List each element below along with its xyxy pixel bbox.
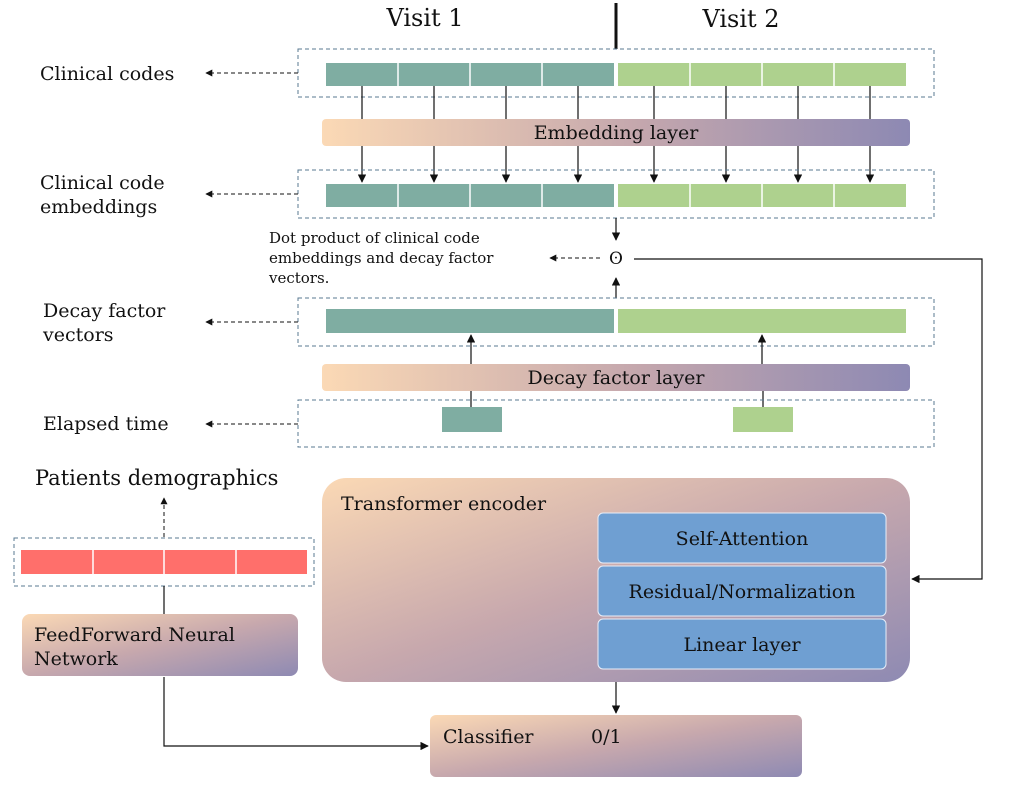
code-embeddings-label-2: embeddings xyxy=(40,196,157,218)
residual-normalization-block xyxy=(597,565,887,617)
linear-layer-label: Linear layer xyxy=(683,634,801,656)
elapsed-time-box xyxy=(297,399,935,448)
code-cell xyxy=(834,63,906,86)
elapsed-time-visit1 xyxy=(442,407,502,432)
dot-to-transformer-connector xyxy=(634,258,983,584)
elapsed-time-label: Elapsed time xyxy=(43,413,169,435)
code-to-embedding-lines xyxy=(361,86,871,119)
code-embeddings-row xyxy=(326,184,906,207)
dot-product-note-1: Dot product of clinical code xyxy=(269,229,480,247)
classifier-box xyxy=(430,715,802,777)
ffnn-label-2: Network xyxy=(34,648,118,670)
code-cell xyxy=(618,63,690,86)
ffnn-box xyxy=(22,614,298,676)
dot-product-symbol: ʘ xyxy=(609,249,623,269)
classifier-output: 0/1 xyxy=(591,726,622,748)
decay-vectors-label-2: vectors xyxy=(42,324,114,346)
decay-vector-visit2 xyxy=(618,309,906,333)
self-attention-label: Self-Attention xyxy=(676,528,809,550)
visit2-label: Visit 2 xyxy=(701,5,779,33)
code-cell xyxy=(690,63,762,86)
dot-product-note-3: vectors. xyxy=(268,269,329,287)
linear-layer-block xyxy=(597,618,887,670)
residual-normalization-label: Residual/Normalization xyxy=(629,581,856,603)
decay-factor-layer xyxy=(322,364,910,391)
decay-vector-visit1 xyxy=(326,309,614,333)
demographics-label: Patients demographics xyxy=(35,466,278,490)
dot-product-note-2: embeddings and decay factor xyxy=(269,249,494,267)
clinical-codes-label: Clinical codes xyxy=(40,63,174,85)
code-cell xyxy=(542,63,614,86)
decay-factor-layer-label: Decay factor layer xyxy=(528,367,706,389)
classifier-label: Classifier xyxy=(443,726,534,748)
code-cell xyxy=(762,63,834,86)
decay-vectors-label-1: Decay factor xyxy=(43,300,166,322)
code-cell xyxy=(470,63,542,86)
demographics-vector xyxy=(21,550,307,574)
embedding-arrows xyxy=(357,146,875,183)
clinical-codes-row xyxy=(326,63,906,86)
embedding-layer-label: Embedding layer xyxy=(534,122,700,144)
embedding-layer xyxy=(322,119,910,146)
elapsed-time-visit2 xyxy=(733,407,793,432)
transformer-title: Transformer encoder xyxy=(341,493,547,515)
ffnn-label-1: FeedForward Neural xyxy=(34,624,235,646)
visit1-label: Visit 1 xyxy=(385,4,463,32)
self-attention-block xyxy=(597,512,887,564)
ffnn-to-classifier-connector xyxy=(163,677,429,751)
code-embeddings-label-1: Clinical code xyxy=(40,172,165,194)
code-cell xyxy=(398,63,470,86)
code-cell xyxy=(326,63,398,86)
